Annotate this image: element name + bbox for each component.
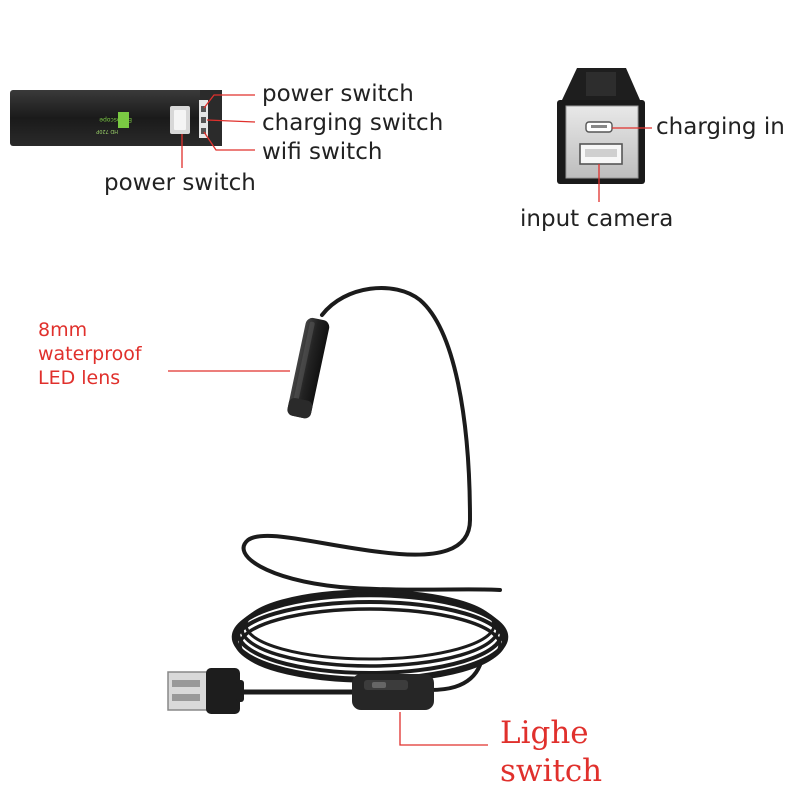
label-lens-line3: LED lens (38, 367, 121, 389)
usb-plug (167, 668, 244, 714)
end-panel (565, 105, 639, 179)
callout-lines-top-right (598, 127, 652, 202)
wifi-box-side-view: Endoscope HD 720P (10, 90, 222, 146)
callout-lines-top-left (181, 94, 256, 168)
light-switch-box (352, 674, 434, 710)
endoscope-cable (231, 286, 509, 695)
label-waterproof-led-lens: 8mm waterproof LED lens (38, 318, 142, 390)
wifi-badge-icon (118, 112, 129, 128)
label-power-switch-top: power switch (262, 81, 414, 107)
label-lens-line1: 8mm (38, 319, 88, 341)
label-lens-line2: waterproof (38, 343, 142, 365)
label-light-line1: Lighe (500, 715, 589, 751)
callout-lines-bottom (168, 370, 488, 746)
label-power-switch-bottom: power switch (104, 170, 256, 196)
wifi-box-end-view (557, 68, 645, 184)
label-wifi-switch: wifi switch (262, 139, 383, 165)
wifi-box-brand-text: Endoscope (99, 116, 132, 123)
label-charging-in: charging in (656, 114, 785, 140)
label-input-camera: input camera (520, 206, 674, 232)
wifi-box-model-text: HD 720P (96, 128, 118, 134)
label-light-switch: Lighe switch (500, 714, 602, 790)
led-lens-head (287, 317, 330, 419)
wifi-box-body (10, 90, 222, 146)
label-charging-switch: charging switch (262, 110, 444, 136)
label-light-line2: switch (500, 753, 603, 789)
